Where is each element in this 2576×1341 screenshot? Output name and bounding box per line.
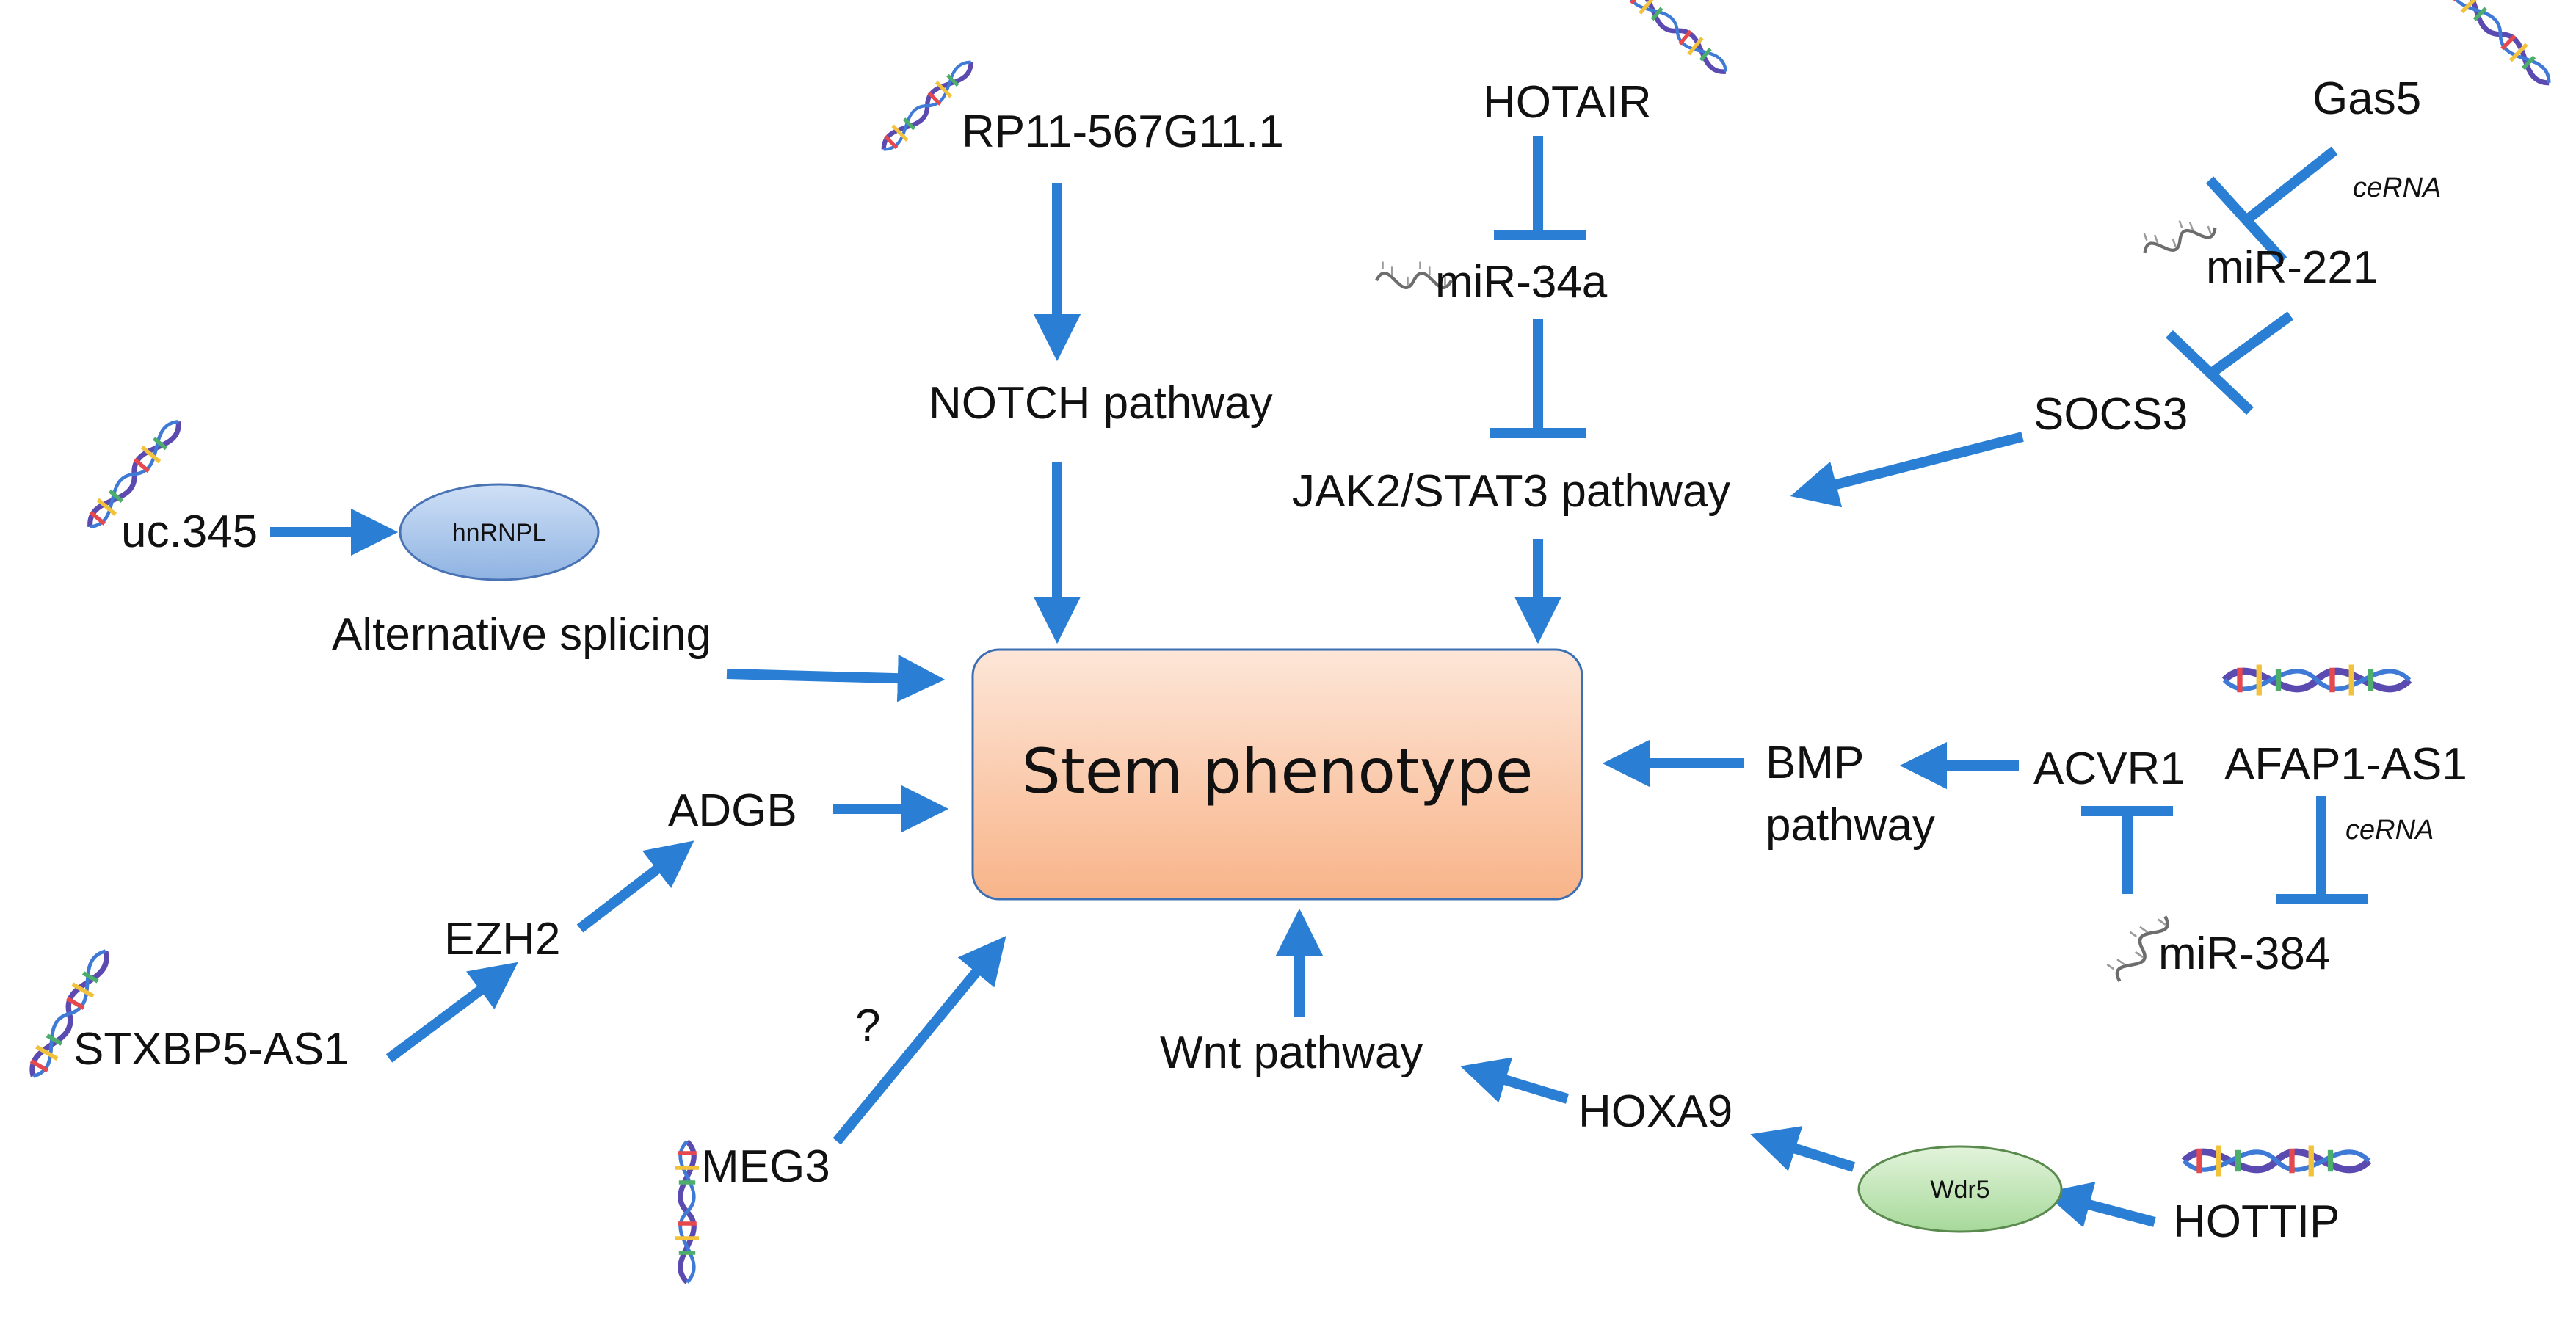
mir221-inhibits-socs3 [2206,311,2294,379]
meg3-label: MEG3 [701,1141,830,1192]
gas5-label: Gas5 [2312,73,2421,124]
hottip-lncrna-icon [2184,1146,2369,1177]
hoxa9-to-wnt-arrow [1460,1057,1570,1104]
rp11-label: RP11-567G11.1 [962,106,1284,157]
mir384-label: miR-384 [2158,928,2330,979]
splicing-to-center-arrow [726,654,946,702]
question-mark-label: ? [855,1000,880,1051]
wdr5-label: Wdr5 [1930,1176,1989,1204]
wdr5-oval [1857,1145,2063,1233]
hoxa9-label: HOXA9 [1578,1086,1733,1137]
wnt-label: Wnt pathway [1160,1028,1423,1078]
hotair-lncrna-icon [1622,0,1733,80]
notch-label: NOTCH pathway [929,378,1273,429]
jak2-stat3-label: JAK2/STAT3 pathway [1292,466,1730,517]
adgb-label: ADGB [668,785,797,836]
socs3-to-jak2-arrow [1790,432,2024,508]
bmp-label-line2: pathway [1766,800,1935,851]
uc345-label: uc.345 [121,506,258,557]
stem-phenotype-box [971,648,1583,901]
meg3-lncrna-icon [675,1141,699,1282]
ezh2-label: EZH2 [444,914,560,964]
cerna-afap1-label: ceRNA [2345,815,2434,846]
gas5-lncrna-icon [2444,0,2557,91]
alt-splicing-label: Alternative splicing [332,609,711,660]
hnrnpl-label: hnRNPL [452,519,547,547]
afap1-lncrna-icon [2224,665,2409,696]
meg3-to-center-arrow [832,936,1006,1145]
mir221-label: miR-221 [2206,242,2378,293]
bmp-label-line1: BMP [1766,738,1864,788]
cerna-gas5-label: ceRNA [2353,172,2441,203]
socs3-label: SOCS3 [2033,389,2188,440]
acvr1-label: ACVR1 [2033,744,2185,794]
gas5-inhibits-mir221 [2243,146,2338,225]
afap1-label: AFAP1-AS1 [2224,739,2467,790]
stxbp5-label: STXBP5-AS1 [73,1024,349,1075]
hotair-label: HOTAIR [1483,77,1652,128]
hnrnpl-oval [399,483,600,581]
mir34a-label: miR-34a [1435,257,1608,308]
wdr5-to-hoxa9-arrow [1750,1126,1856,1172]
hottip-to-wdr5-arrow [2043,1182,2156,1228]
ezh2-to-adgb-arrow [576,840,694,933]
hottip-label: HOTTIP [2173,1196,2340,1247]
mir221-inhibition-bar [2166,330,2254,415]
gas5-inhibition-bar [2205,176,2287,264]
stxbp5-to-ezh2-arrow [385,962,518,1063]
stem-phenotype-label: Stem phenotype [1022,735,1534,807]
